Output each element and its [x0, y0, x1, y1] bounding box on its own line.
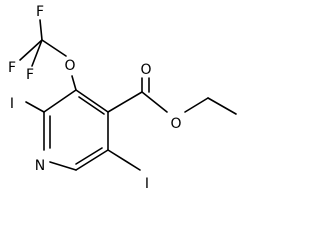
- molecule-canvas: F F F O O O I I N: [7, 4, 237, 192]
- bond-ring-c2-c3: [43, 89, 77, 113]
- bond-carbonyl-oester: [141, 91, 168, 113]
- bond-ring-c6-n: [49, 161, 77, 171]
- bond-cf3-f-lower: [31, 39, 43, 67]
- bond-ring-c5-c6: [75, 149, 109, 171]
- atom-f-top: F: [36, 4, 44, 20]
- structure-diagram: F F F O O O I I N: [8, 4, 237, 192]
- atom-o-ether: O: [64, 58, 75, 74]
- bond-ring-c3-c4-double: [78, 96, 105, 115]
- atom-o-carbonyl: O: [140, 62, 151, 78]
- bond-c2-i: [25, 101, 45, 113]
- bond-ring-c3-c4: [75, 89, 109, 113]
- bond-cf3-o: [41, 39, 67, 57]
- bond-cf3-f-left: [19, 39, 43, 61]
- bond-o-ring: [71, 75, 77, 91]
- bond-c4-carbonyl-c: [107, 91, 143, 113]
- atom-f-left: F: [8, 60, 16, 76]
- atom-n-ring: N: [35, 158, 45, 174]
- bond-c5-i: [107, 149, 141, 171]
- atom-o-ester: O: [170, 116, 181, 132]
- bond-ring-c5-c6-double: [75, 147, 103, 165]
- bond-cf3-f-top: [39, 19, 43, 41]
- bond-oester-ch2: [184, 97, 209, 113]
- atom-f-lower: F: [26, 67, 34, 83]
- atom-i-upper: I: [10, 96, 14, 112]
- bond-ch2-ch3: [207, 97, 237, 115]
- atom-i-lower: I: [145, 176, 149, 192]
